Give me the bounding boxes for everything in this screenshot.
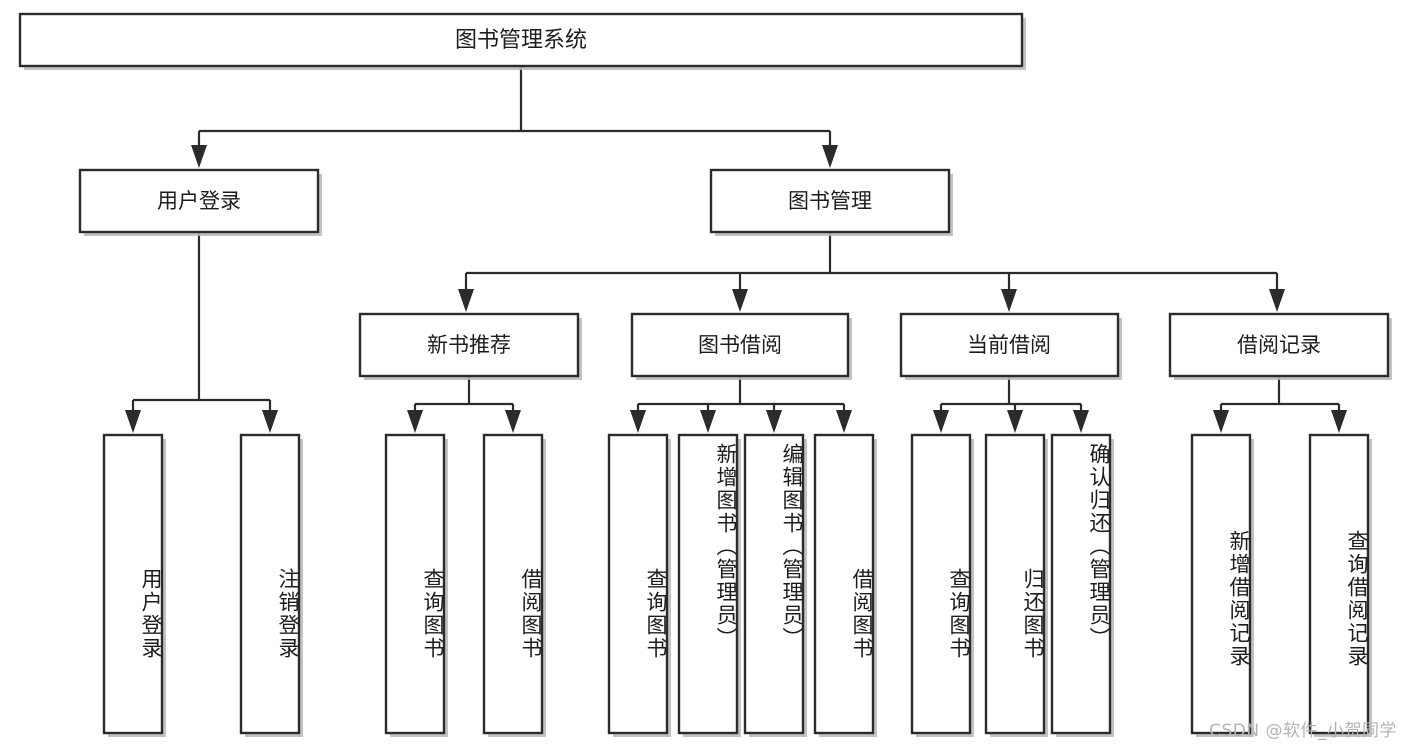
- leaf-borrow-book-recommend-box[interactable]: [482, 433, 544, 735]
- leaf-confirm-return-box[interactable]: [1050, 433, 1112, 735]
- book-borrow-label: 图书借阅: [698, 333, 782, 357]
- node-leaf-query-book-current[interactable]: [910, 433, 974, 737]
- node-user-login[interactable]: 用户登录: [78, 168, 322, 236]
- arrow-to-leaf-query-book-borrow: [630, 410, 646, 433]
- arrow-to-new-book-recommend: [458, 289, 474, 312]
- arrow-to-current-borrow: [1001, 289, 1017, 312]
- arrow-to-leaf-add-book: [700, 410, 716, 433]
- user-login-label: 用户登录: [157, 189, 241, 213]
- node-leaf-confirm-return[interactable]: [1050, 433, 1114, 737]
- leaf-logout-box[interactable]: [239, 433, 301, 735]
- arrow-to-leaf-borrow-book: [836, 410, 852, 433]
- node-book-manage[interactable]: 图书管理: [709, 168, 953, 236]
- leaf-user-login-box[interactable]: [102, 433, 164, 735]
- arrow-to-book-borrow: [732, 289, 748, 312]
- node-leaf-add-borrow-record[interactable]: [1190, 433, 1254, 737]
- node-leaf-borrow-book[interactable]: [813, 433, 877, 737]
- node-leaf-logout[interactable]: [239, 433, 303, 737]
- node-leaf-query-book-recommend[interactable]: [384, 433, 448, 737]
- leaf-add-borrow-record-box[interactable]: [1190, 433, 1252, 735]
- node-new-book-recommend[interactable]: 新书推荐: [358, 312, 582, 380]
- node-leaf-return-book[interactable]: [984, 433, 1048, 737]
- leaf-boxes-group: [102, 433, 1372, 737]
- arrow-to-leaf-query-book-current: [933, 410, 949, 433]
- node-leaf-edit-book[interactable]: [743, 433, 807, 737]
- arrow-to-book-manage: [822, 145, 838, 168]
- arrow-to-user-login: [191, 145, 207, 168]
- borrow-record-label: 借阅记录: [1237, 333, 1321, 357]
- leaf-query-book-borrow-box[interactable]: [607, 433, 669, 735]
- node-leaf-add-book[interactable]: [677, 433, 741, 737]
- current-borrow-label: 当前借阅: [967, 333, 1051, 357]
- connectors-group: [125, 66, 1347, 433]
- leaf-edit-book-box[interactable]: [743, 433, 805, 735]
- node-leaf-user-login[interactable]: [102, 433, 166, 737]
- leaf-return-book-box[interactable]: [984, 433, 1046, 735]
- new-book-recommend-label: 新书推荐: [427, 333, 511, 357]
- arrow-to-leaf-user-login: [125, 410, 141, 433]
- arrow-to-leaf-return-book: [1007, 410, 1023, 433]
- book-borrow-box[interactable]: [630, 312, 850, 378]
- arrow-to-leaf-logout: [262, 410, 278, 433]
- book-manage-box[interactable]: [709, 168, 951, 234]
- node-borrow-record[interactable]: 借阅记录: [1168, 312, 1392, 380]
- node-root[interactable]: 图书管理系统: [18, 12, 1026, 70]
- new-book-recommend-box[interactable]: [358, 312, 580, 378]
- node-current-borrow[interactable]: 当前借阅: [899, 312, 1122, 380]
- arrow-to-leaf-edit-book: [766, 410, 782, 433]
- arrow-to-leaf-add-borrow-record: [1213, 410, 1229, 433]
- arrow-to-leaf-query-borrow-record: [1331, 410, 1347, 433]
- root-box[interactable]: [18, 12, 1024, 68]
- arrow-to-borrow-record: [1269, 289, 1285, 312]
- book-manage-label: 图书管理: [788, 189, 872, 213]
- user-login-box[interactable]: [78, 168, 320, 234]
- node-book-borrow[interactable]: 图书借阅: [630, 312, 852, 380]
- current-borrow-box[interactable]: [899, 312, 1120, 378]
- leaf-add-book-box[interactable]: [677, 433, 739, 735]
- leaf-query-book-recommend-box[interactable]: [384, 433, 446, 735]
- leaf-query-book-current-box[interactable]: [910, 433, 972, 735]
- node-leaf-query-book-borrow[interactable]: [607, 433, 671, 737]
- leaf-borrow-book-box[interactable]: [813, 433, 875, 735]
- node-leaf-borrow-book-recommend[interactable]: [482, 433, 546, 737]
- node-leaf-query-borrow-record[interactable]: [1308, 433, 1372, 737]
- arrow-to-leaf-confirm-return: [1073, 410, 1089, 433]
- root-label: 图书管理系统: [455, 28, 587, 53]
- borrow-record-box[interactable]: [1168, 312, 1390, 378]
- arrow-to-leaf-query-book-recommend: [407, 410, 423, 433]
- arrow-to-leaf-borrow-book-recommend: [505, 410, 521, 433]
- leaf-query-borrow-record-box[interactable]: [1308, 433, 1370, 735]
